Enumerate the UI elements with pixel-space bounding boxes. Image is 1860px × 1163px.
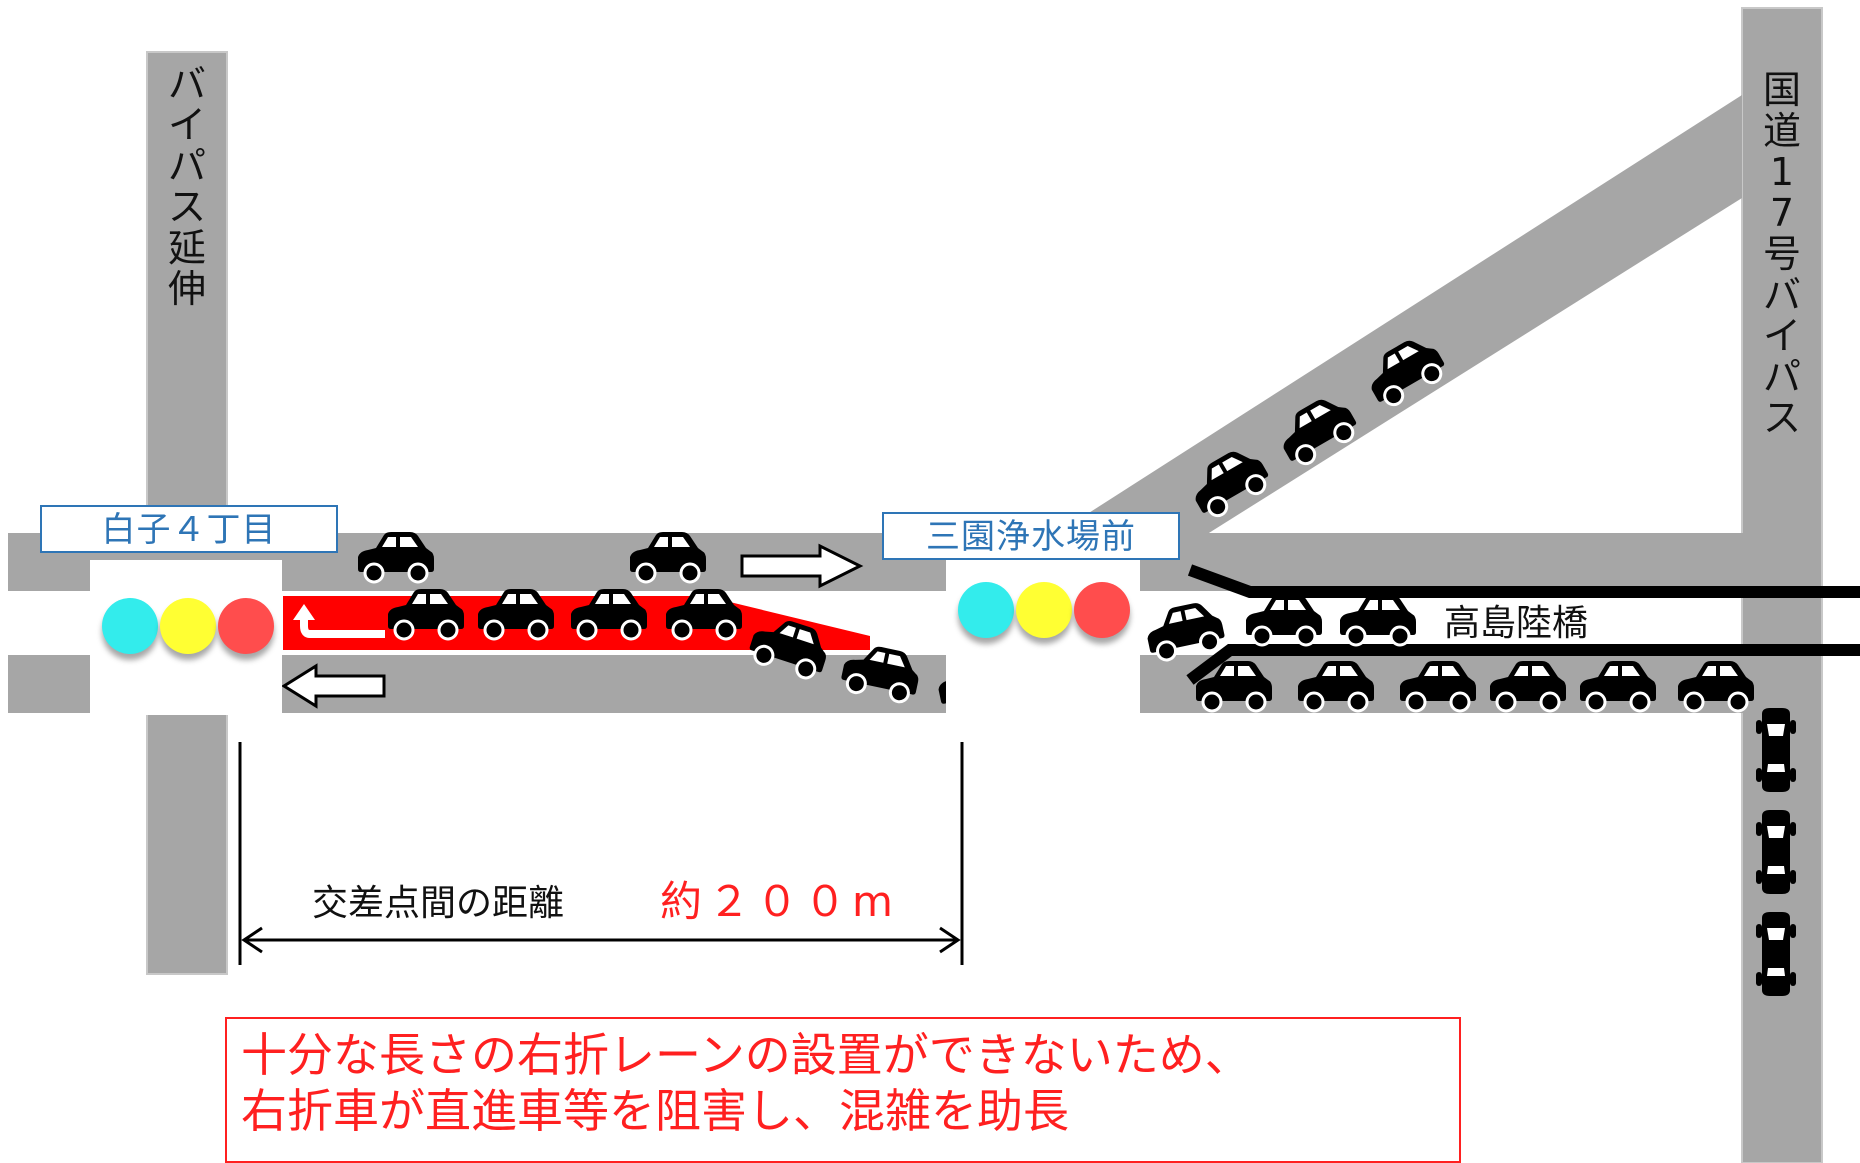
route17_bypass-char: バ xyxy=(1762,273,1801,317)
car xyxy=(1338,593,1418,647)
route17_bypass-char: 国 xyxy=(1762,68,1801,112)
signal-lamp-yellow xyxy=(160,598,216,654)
bypass_extension-char: 延 xyxy=(167,226,206,270)
route17_bypass-char: 道 xyxy=(1762,109,1801,153)
problem-note: 十分な長さの右折レーンの設置ができないため、 右折車が直進車等を阻害し、混雑を助… xyxy=(225,1017,1461,1163)
route17_bypass-char: パ xyxy=(1762,355,1801,399)
route17_bypass-char: ス xyxy=(1762,396,1801,440)
signal-lamp-cyan xyxy=(958,582,1014,638)
eastbound-arrow xyxy=(740,543,864,589)
distance-dimension xyxy=(238,742,964,965)
distance-label: 交差点間の距離 xyxy=(312,883,565,924)
traffic-signal-mizono xyxy=(946,560,1140,718)
signal-label-shirako: 白子４丁目 xyxy=(40,505,338,553)
car xyxy=(1140,596,1229,665)
note-line-2: 右折車が直進車等を阻害し、混雑を助長 xyxy=(241,1084,1069,1138)
bypass_extension-char: イ xyxy=(167,103,206,147)
takashima-bridge xyxy=(1186,564,1860,685)
distance-value: 約２００m xyxy=(660,877,899,926)
signal-label-mizono: 三園浄水場前 xyxy=(882,512,1180,560)
car-vertical xyxy=(1756,810,1796,894)
traffic-signal-shirako xyxy=(90,560,282,715)
car xyxy=(1244,593,1324,647)
bypass-extension-label: バイパス延伸 xyxy=(167,64,207,310)
route17_bypass-char: 号 xyxy=(1762,232,1801,276)
bypass_extension-char: 伸 xyxy=(167,267,206,311)
right-turn-arrow-head xyxy=(293,604,315,620)
bypass_extension-char: パ xyxy=(167,144,206,188)
route17_bypass-char: 7 xyxy=(1769,191,1795,235)
takashima-bridge-label: 高島陸橋 xyxy=(1444,603,1589,644)
signal-lamp-red xyxy=(1074,582,1130,638)
car-vertical xyxy=(1756,708,1796,792)
signal-lamp-yellow xyxy=(1016,582,1072,638)
diagonal-road xyxy=(1070,95,1742,570)
bypass_extension-char: バ xyxy=(167,62,206,106)
westbound-arrow xyxy=(281,663,386,709)
car-vertical xyxy=(1756,912,1796,996)
route17_bypass-char: イ xyxy=(1762,314,1801,358)
right-turn-arrow xyxy=(300,616,385,638)
route17_bypass-char: 1 xyxy=(1769,150,1795,194)
bypass_extension-char: ス xyxy=(167,185,206,229)
note-line-1: 十分な長さの右折レーンの設置ができないため、 xyxy=(241,1028,1251,1082)
signal-lamp-cyan xyxy=(102,598,158,654)
signal-lamp-red xyxy=(218,598,274,654)
